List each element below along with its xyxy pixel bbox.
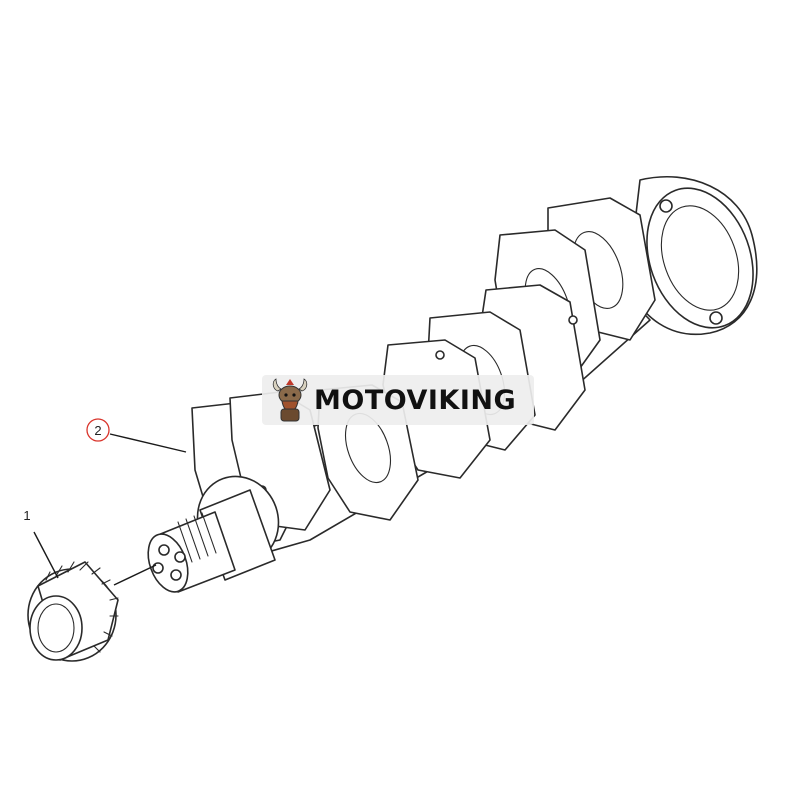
gear-icon [27,561,119,662]
leader-line-1 [33,531,59,579]
assembly-line [113,564,157,586]
leader-line-2 [109,433,187,453]
watermark-text: MOTOVIKING [314,384,517,416]
callout-2: 2 [86,418,187,453]
watermark-banner: MOTOVIKING [262,375,534,425]
viking-mascot-icon [272,378,308,422]
callout-2-label: 2 [94,423,101,438]
callout-1-label: 1 [23,508,30,523]
callout-1: 1 [23,508,157,586]
